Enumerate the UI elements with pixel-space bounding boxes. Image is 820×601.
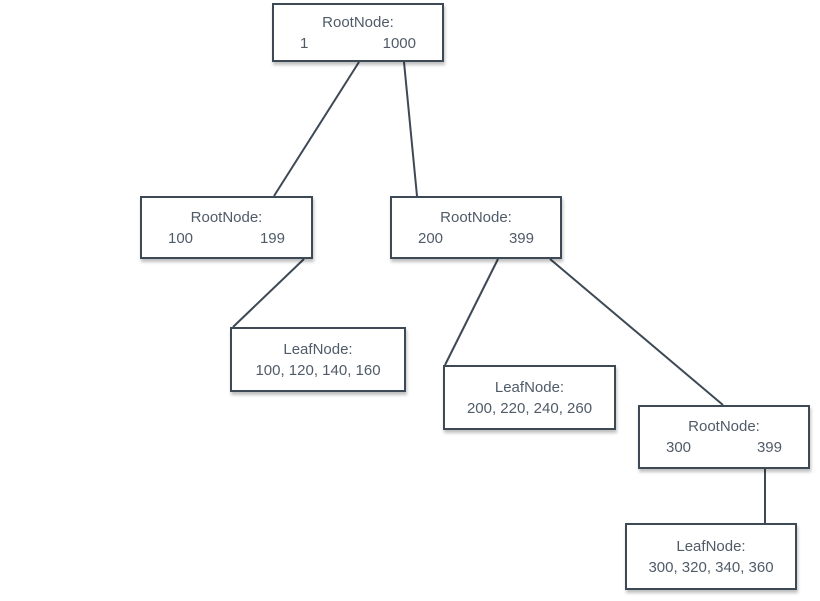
node-right-child: RootNode: 300 399: [638, 405, 810, 469]
node-title: LeafNode:: [494, 378, 565, 396]
range-high: 399: [756, 439, 782, 456]
node-leaf-100: LeafNode: 100, 120, 140, 160: [230, 327, 406, 392]
node-title: RootNode:: [688, 418, 760, 435]
node-title: LeafNode:: [283, 340, 353, 358]
node-range: 100 199: [142, 228, 311, 249]
range-high: 199: [259, 229, 285, 247]
node-mid-child: RootNode: 200 399: [390, 196, 562, 259]
range-low: 100: [168, 229, 194, 247]
range-high: 399: [508, 229, 534, 247]
edge-left-child-to-leaf-100: [232, 258, 305, 328]
node-range: 200 399: [392, 228, 560, 249]
node-values: 100, 120, 140, 160: [255, 361, 381, 379]
node-left-child: RootNode: 100 199: [140, 196, 313, 259]
range-low: 1: [300, 34, 309, 52]
edge-root-to-mid-child: [403, 61, 418, 197]
node-title: RootNode:: [322, 13, 394, 31]
node-leaf-300: LeafNode: 300, 320, 340, 360: [625, 523, 797, 590]
node-root: RootNode: 1 1000: [272, 3, 444, 62]
edge-root-to-left-child: [273, 61, 360, 197]
range-low: 300: [666, 439, 692, 456]
node-title: LeafNode:: [676, 537, 746, 555]
node-title: RootNode:: [440, 208, 512, 226]
node-title: RootNode:: [190, 208, 263, 226]
edge-mid-child-to-right-child: [549, 258, 724, 406]
node-leaf-200: LeafNode: 200, 220, 240, 260: [443, 365, 616, 430]
range-high: 1000: [382, 34, 416, 52]
range-low: 200: [418, 229, 444, 247]
node-range: 1 1000: [274, 33, 442, 54]
edge-mid-child-to-leaf-200: [444, 258, 499, 366]
node-values: 200, 220, 240, 260: [466, 399, 593, 417]
node-range: 300 399: [640, 437, 808, 458]
node-values: 300, 320, 340, 360: [648, 558, 774, 576]
